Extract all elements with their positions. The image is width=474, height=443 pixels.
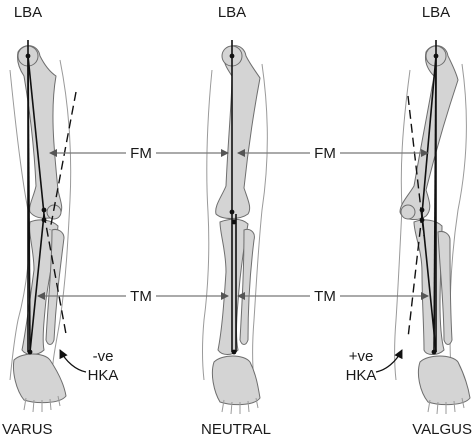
varus-caption: VARUS (2, 421, 53, 438)
neg-hka-label-bottom: HKA (88, 367, 119, 384)
neutral-femur (215, 45, 261, 219)
varus-tibia-extension (43, 213, 67, 335)
fm-label-left: FM (130, 145, 152, 162)
valgus-knee-dot-lower (419, 217, 425, 223)
valgus-hip-dot (433, 53, 439, 59)
pos-hka-label-top: +ve (349, 348, 374, 365)
varus-ankle-dot (27, 349, 33, 355)
valgus-knee-dot-upper (419, 207, 425, 213)
valgus-ankle-dot (431, 349, 437, 355)
varus-load-line (27, 55, 31, 353)
varus-hip-dot (25, 53, 31, 59)
valgus-foot (417, 355, 471, 406)
pos-hka-arrow (375, 349, 403, 373)
varus-knee-dot-upper (41, 207, 47, 213)
lba-label-neutral: LBA (218, 4, 246, 21)
varus-leg (9, 40, 77, 413)
valgus-leg (394, 40, 471, 415)
varus-femur (17, 45, 63, 219)
varus-tibia (21, 219, 59, 355)
valgus-patella (400, 204, 416, 220)
fm-label-right: FM (314, 145, 336, 162)
neutral-thigh-outline-inner (252, 63, 268, 381)
valgus-fibula (437, 231, 453, 345)
varus-knee-dot-lower (41, 217, 47, 223)
varus-femur-extension (49, 91, 77, 231)
varus-thigh-outline-inner (51, 59, 72, 381)
lba-label-valgus: LBA (422, 4, 450, 21)
neutral-thigh-outline (202, 69, 213, 381)
valgus-caption: VALGUS (412, 421, 472, 438)
valgus-femur-extension (407, 95, 425, 237)
tm-label-left: TM (130, 288, 152, 305)
neutral-ankle-dot (231, 349, 237, 355)
neutral-toes (221, 397, 259, 415)
valgus-tibia-extension (407, 213, 423, 339)
varus-mechanical-tibia-line (29, 213, 45, 353)
valgus-mechanical-femur-line (421, 55, 437, 215)
neutral-caption: NEUTRAL (201, 421, 271, 438)
tm-label-right: TM (314, 288, 336, 305)
neutral-foot (211, 355, 261, 406)
neg-hka-arrow (59, 349, 87, 373)
varus-toes (23, 395, 61, 413)
lba-label-varus: LBA (14, 4, 42, 21)
valgus-load-line (433, 55, 437, 353)
pos-hka-label-bottom: HKA (346, 367, 377, 384)
valgus-thigh-outline (394, 69, 411, 381)
valgus-toes (427, 397, 465, 415)
varus-mechanical-femur-line (27, 55, 45, 215)
varus-foot (13, 353, 67, 404)
neutral-leg (202, 40, 268, 415)
neutral-tibia (217, 218, 249, 355)
neutral-knee-dot-upper (229, 209, 235, 215)
neg-hka-label-top: -ve (93, 348, 114, 365)
neutral-knee-dot-lower (231, 219, 237, 225)
valgus-thigh-outline-inner (449, 63, 467, 381)
neutral-hip-dot (229, 53, 235, 59)
